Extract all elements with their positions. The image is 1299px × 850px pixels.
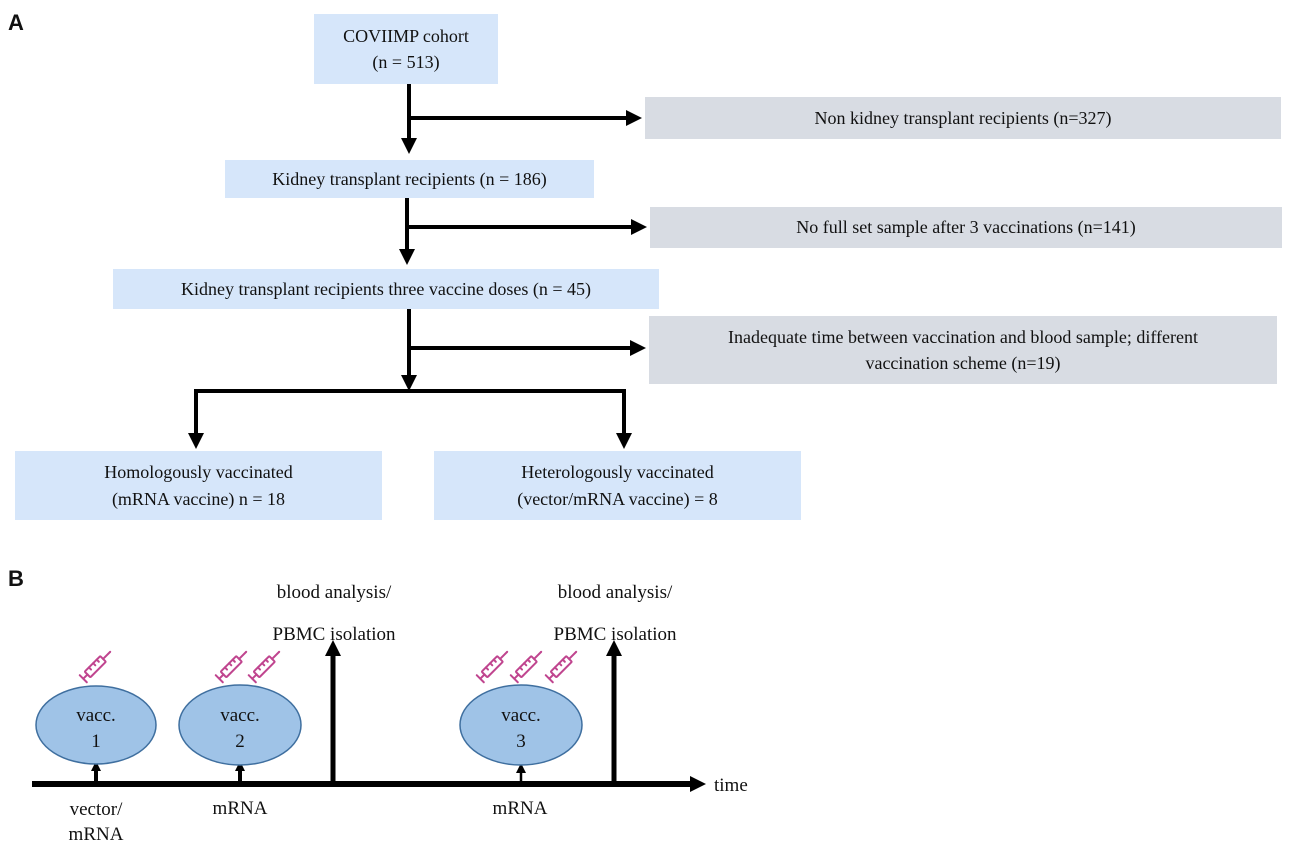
vacc-3-line2: 3 [516,730,526,752]
exclusion-3-line1: Inadequate time between vaccination and … [728,326,1198,347]
box-exclusion-1: Non kidney transplant recipients (n=327) [645,97,1281,139]
homologous-line1: Homologously vaccinated [104,462,293,483]
vaccine-type-label-3: mRNA [492,798,548,819]
vacc-2-line2: 2 [235,730,245,752]
syringe-icon [214,647,251,684]
syringe-icon [475,647,512,684]
box-heterologous: Heterologously vaccinated (vector/mRNA v… [434,451,801,520]
exclusion-2-text: No full set sample after 3 vaccinations … [796,217,1136,238]
vacc-2-label: vacc. 2 [210,703,270,754]
vacc-1-label: vacc. 1 [66,703,126,754]
syringe-icon [78,647,115,684]
vacc-3-label: vacc. 3 [491,703,551,754]
blood-analysis-label-1: blood analysis/ PBMC isolation [252,572,416,656]
exclusion-1-text: Non kidney transplant recipients (n=327) [814,107,1112,128]
vacc-1-line2: 1 [91,730,101,752]
box-ktr-three-doses: Kidney transplant recipients three vacci… [113,269,659,309]
heterologous-line2: (vector/mRNA vaccine) = 8 [517,488,718,509]
vacc-3-line1: vacc. [501,705,541,726]
box-exclusion-2: No full set sample after 3 vaccinations … [650,207,1282,248]
vaccine-type-label-2: mRNA [212,798,268,819]
blood-1-line2: PBMC isolation [272,624,396,645]
box-exclusion-3: Inadequate time between vaccination and … [649,316,1277,384]
homologous-line2: (mRNA vaccine) n = 18 [111,488,286,509]
ktr-three-doses-text: Kidney transplant recipients three vacci… [180,278,591,299]
vacc-oval-3 [459,684,583,766]
blood-analysis-label-2: blood analysis/ PBMC isolation [533,572,697,656]
vacc-1-line1: vacc. [76,705,116,726]
blood-1-line1: blood analysis/ [276,582,392,603]
cohort-title: COVIIMP cohort [343,25,469,46]
box-homologous: Homologously vaccinated (mRNA vaccine) n… [15,451,382,520]
ktr-text: Kidney transplant recipients (n = 186) [272,168,547,189]
vaccine-type-1-line1: vector/ [69,799,123,820]
panel-label-b: B [8,566,24,591]
blood-2-line1: blood analysis/ [557,582,673,603]
vaccine-type-label-1: vector/ mRNA [50,797,142,847]
vacc-oval-2 [178,684,302,766]
vacc-2-line1: vacc. [220,705,260,726]
box-ktr: Kidney transplant recipients (n = 186) [225,160,594,198]
vaccine-type-1-line2: mRNA [68,824,124,845]
time-axis-label: time [714,775,748,796]
exclusion-3-line2: vaccination scheme (n=19) [865,353,1061,373]
panel-label-a: A [8,10,24,35]
vacc-oval-1 [35,685,157,765]
blood-2-line2: PBMC isolation [553,624,677,645]
heterologous-line1: Heterologously vaccinated [521,462,714,483]
box-cohort: COVIIMP cohort (n = 513) [314,14,498,84]
cohort-count: (n = 513) [372,52,440,72]
